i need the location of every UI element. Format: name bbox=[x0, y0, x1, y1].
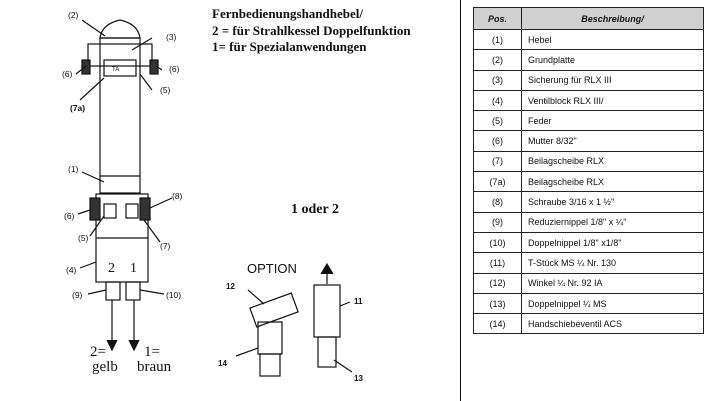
table-row: (10)Doppelnippel 1/8" x1/8" bbox=[473, 231, 704, 254]
cell-desc: Hebel bbox=[521, 28, 704, 51]
heading: Fernbedienungshandhebel/ 2 = für Strahlk… bbox=[212, 6, 411, 56]
nut-right-mid bbox=[139, 197, 151, 221]
cell-desc: Handschiebeventil ACS bbox=[521, 313, 704, 335]
callout-10: (10) bbox=[166, 290, 181, 300]
table-row: (5)Feder bbox=[473, 110, 704, 132]
cell-pos: (9) bbox=[473, 211, 522, 233]
heading-line-2: 2 = für Strahlkessel Doppelfunktion bbox=[212, 22, 411, 38]
output-2-code: 2= bbox=[90, 344, 106, 360]
fitting-left bbox=[105, 281, 121, 301]
cell-pos: (13) bbox=[473, 292, 522, 315]
cell-desc: Feder bbox=[521, 110, 704, 132]
cell-pos: (3) bbox=[473, 69, 522, 91]
lever-grip bbox=[99, 19, 141, 39]
cell-desc: Winkel ¼ Nr. 92 IA bbox=[521, 272, 704, 294]
table-row: (7a)Beilagscheibe RLX bbox=[473, 171, 704, 193]
table-row: (1)Hebel bbox=[473, 28, 704, 51]
fitting-right bbox=[125, 281, 141, 301]
cell-pos: (1) bbox=[473, 28, 522, 51]
cell-desc: Beilagscheibe RLX bbox=[521, 150, 704, 173]
parts-table: Pos. Beschreibung/ (1)Hebel (2)Grundplat… bbox=[473, 7, 704, 335]
nut-left-top bbox=[81, 59, 91, 75]
table-row: (11)T-Stück MS ¼ Nr. 130 bbox=[473, 252, 704, 274]
table-row: (2)Grundplatte bbox=[473, 49, 704, 71]
cell-desc: Beilagscheibe RLX bbox=[521, 171, 704, 193]
callout-7a: (7a) bbox=[70, 103, 85, 113]
output-1-color: braun bbox=[137, 359, 172, 375]
cell-pos: (10) bbox=[473, 231, 522, 254]
cell-pos: (2) bbox=[473, 49, 522, 71]
option-callout-12: 12 bbox=[226, 282, 235, 291]
base-plate-top bbox=[87, 43, 153, 67]
callout-1: (1) bbox=[68, 164, 79, 174]
nut-left-mid bbox=[89, 197, 101, 221]
callout-6-mid: (6) bbox=[64, 211, 75, 221]
count-label: 1 oder 2 bbox=[291, 202, 339, 217]
option-elbow bbox=[249, 292, 299, 328]
cell-desc: T-Stück MS ¼ Nr. 130 bbox=[521, 252, 704, 274]
callout-4: (4) bbox=[66, 265, 77, 275]
callout-5-top: (5) bbox=[160, 85, 171, 95]
cell-desc: Doppelnippel 1/8" x1/8" bbox=[521, 231, 704, 254]
cell-pos: (12) bbox=[473, 272, 522, 294]
lever-shaft bbox=[99, 37, 141, 194]
cell-pos: (7) bbox=[473, 150, 522, 173]
table-row: (14)Handschiebeventil ACS bbox=[473, 313, 704, 335]
option-tee bbox=[313, 284, 341, 338]
output-2-color: gelb bbox=[92, 359, 118, 375]
heading-line-3: 1= für Spezialanwendungen bbox=[212, 39, 367, 54]
callout-7: (7) bbox=[160, 241, 171, 251]
table-row: (9)Reduziernippel 1/8" x ¼" bbox=[473, 211, 704, 233]
cell-desc: Reduziernippel 1/8" x ¼" bbox=[521, 211, 704, 233]
header-description: Beschreibung/ bbox=[521, 7, 704, 30]
table-row: (6)Mutter 8/32" bbox=[473, 130, 704, 152]
cell-desc: Doppelnippel ¼ MS bbox=[521, 292, 704, 315]
divider bbox=[460, 0, 461, 401]
option-nipple bbox=[259, 353, 281, 377]
cell-pos: (7a) bbox=[473, 171, 522, 193]
cell-pos: (8) bbox=[473, 191, 522, 213]
callout-2: (2) bbox=[68, 10, 79, 20]
cell-desc: Grundplatte bbox=[521, 49, 704, 71]
cell-pos: (11) bbox=[473, 252, 522, 274]
cell-pos: (6) bbox=[473, 130, 522, 152]
cell-pos: (14) bbox=[473, 313, 522, 335]
callout-3: (3) bbox=[166, 32, 177, 42]
table-row: (3)Sicherung für RLX III bbox=[473, 69, 704, 91]
output-1-code: 1= bbox=[144, 344, 160, 360]
cell-desc: Schraube 3/16 x 1 ½" bbox=[521, 191, 704, 213]
header-pos: Pos. bbox=[473, 7, 522, 30]
option-double-nipple bbox=[317, 336, 337, 368]
port-2-label: 2 bbox=[108, 261, 115, 276]
option-valve bbox=[257, 321, 283, 355]
cell-desc: Mutter 8/32" bbox=[521, 130, 704, 152]
option-callout-14: 14 bbox=[218, 359, 227, 368]
heading-line-1: Fernbedienungshandhebel/ bbox=[212, 6, 363, 21]
table-row: (7)Beilagscheibe RLX bbox=[473, 150, 704, 173]
table-row: (13)Doppelnippel ¼ MS bbox=[473, 292, 704, 315]
table-row: (8)Schraube 3/16 x 1 ½" bbox=[473, 191, 704, 213]
option-callout-13: 13 bbox=[354, 374, 363, 383]
table-row: (12)Winkel ¼ Nr. 92 IA bbox=[473, 272, 704, 294]
callout-8: (8) bbox=[172, 191, 183, 201]
cell-pos: (4) bbox=[473, 89, 522, 112]
port-1-label: 1 bbox=[130, 261, 137, 276]
spring bbox=[103, 203, 117, 219]
callout-9: (9) bbox=[72, 290, 83, 300]
cell-pos: (5) bbox=[473, 110, 522, 132]
securing-clip bbox=[103, 59, 137, 77]
callout-6-left-top: (6) bbox=[62, 69, 73, 79]
block-mark: TA bbox=[112, 67, 119, 73]
option-callout-11: 11 bbox=[354, 297, 363, 306]
callout-5-mid: (5) bbox=[78, 233, 89, 243]
table-header-row: Pos. Beschreibung/ bbox=[473, 7, 704, 30]
callout-6-right-top: (6) bbox=[169, 64, 180, 74]
table-row: (4)Ventilblock RLX III/ bbox=[473, 89, 704, 112]
option-title: OPTION bbox=[247, 261, 297, 276]
cell-desc: Sicherung für RLX III bbox=[521, 69, 704, 91]
cell-desc: Ventilblock RLX III/ bbox=[521, 89, 704, 112]
